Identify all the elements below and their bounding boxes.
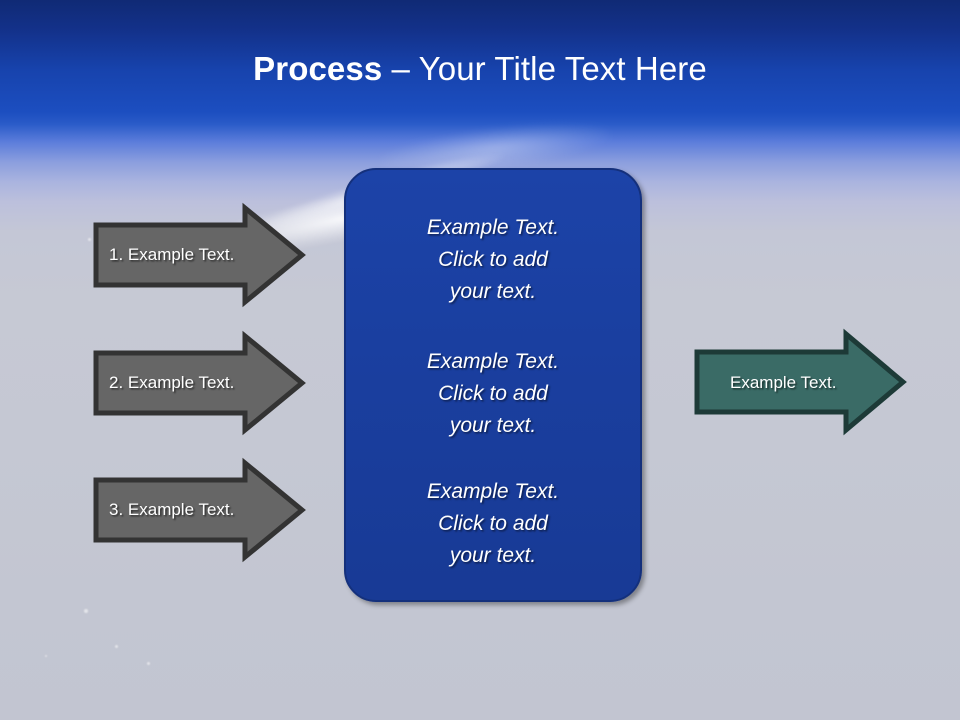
center-content-panel[interactable]: Example Text. Click to add your text. Ex… xyxy=(344,168,642,602)
background-speck xyxy=(45,655,47,657)
center-panel-block-3-line-3: your text. xyxy=(449,544,537,567)
slide-title: Process – Your Title Text Here xyxy=(0,48,960,90)
background-speck xyxy=(88,238,91,241)
center-panel-block-3-line-2: Click to add xyxy=(438,512,548,535)
center-panel-block-3: Example Text. Click to add your text. xyxy=(346,476,640,572)
process-step-arrow-2[interactable]: 2. Example Text. xyxy=(93,330,306,436)
arrow-right-icon xyxy=(93,202,306,308)
center-panel-block-1-line-2: Click to add xyxy=(438,248,548,271)
center-panel-block-2-line-2: Click to add xyxy=(438,382,548,405)
process-outcome-arrow[interactable]: Example Text. xyxy=(694,328,907,436)
slide-title-bold: Process xyxy=(253,50,383,87)
process-step-arrow-1[interactable]: 1. Example Text. xyxy=(93,202,306,308)
center-panel-block-1: Example Text. Click to add your text. xyxy=(346,212,640,308)
arrow-right-icon xyxy=(694,328,907,436)
process-step-arrow-3[interactable]: 3. Example Text. xyxy=(93,457,306,563)
background-speck xyxy=(84,609,88,613)
slide-title-rest: – Your Title Text Here xyxy=(382,50,707,87)
center-panel-block-2-line-1: Example Text. xyxy=(426,350,560,373)
center-panel-block-1-line-3: your text. xyxy=(449,280,537,303)
arrow-right-icon xyxy=(93,457,306,563)
center-panel-block-1-line-1: Example Text. xyxy=(426,216,560,239)
center-panel-block-2: Example Text. Click to add your text. xyxy=(346,346,640,442)
arrow-right-icon xyxy=(93,330,306,436)
background-speck xyxy=(115,645,118,648)
center-panel-block-3-line-1: Example Text. xyxy=(426,480,560,503)
center-panel-block-2-line-3: your text. xyxy=(449,414,537,437)
background-speck xyxy=(147,662,150,665)
